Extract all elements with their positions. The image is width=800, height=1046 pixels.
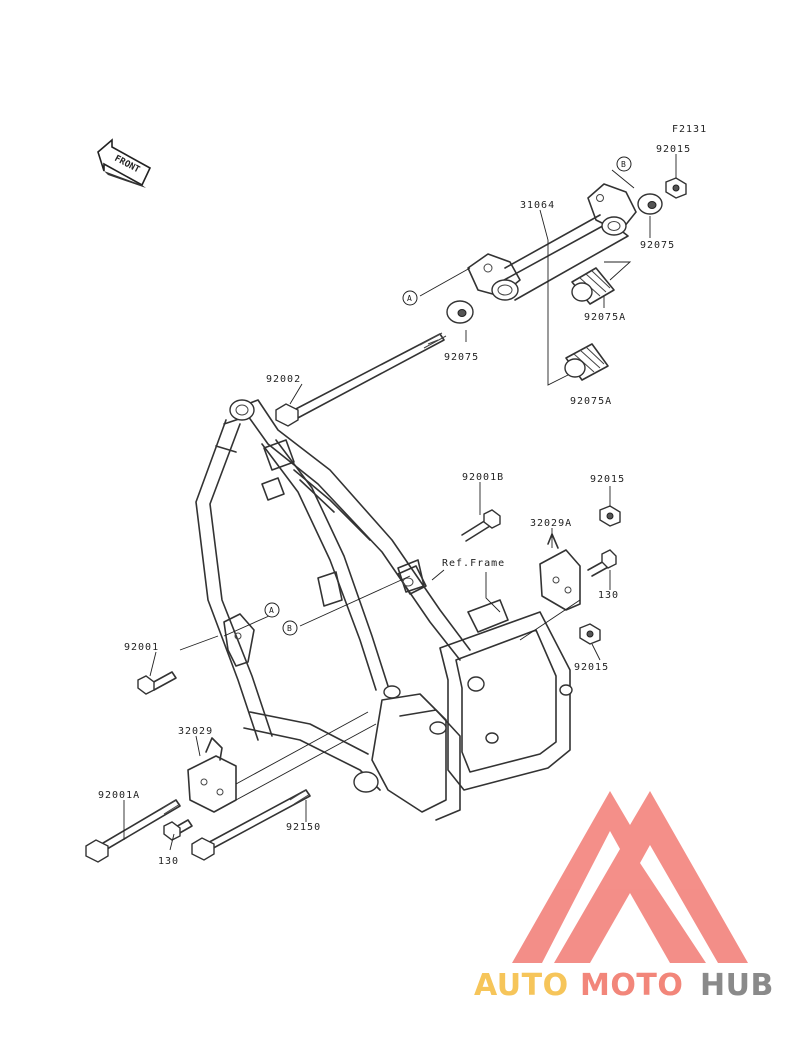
logo-triangle-icon	[512, 791, 748, 963]
bushing-92075A-upper	[571, 267, 615, 305]
watermark-hub: HUB	[700, 968, 774, 1003]
label-92075-right: 92075	[640, 240, 675, 251]
automotohub-watermark: AUTO MOTO HUB	[474, 791, 774, 1003]
label-92015-top: 92015	[656, 144, 691, 155]
nut-92015-mid	[599, 505, 621, 527]
collar-92075-right	[637, 193, 663, 215]
label-92015-low: 92015	[574, 662, 609, 673]
label-92002: 92002	[266, 374, 301, 385]
leader-lines	[123, 154, 677, 851]
pivot-shaft-92002	[275, 332, 447, 427]
label-92075A-lower: 92075A	[570, 396, 612, 407]
label-130-right: 130	[598, 590, 619, 601]
ref-circle-b-top: B	[616, 156, 632, 172]
label-32029: 32029	[178, 726, 213, 737]
nut-92015-low	[579, 623, 601, 645]
label-92001: 92001	[124, 642, 159, 653]
label-ref-frame: Ref.Frame	[442, 558, 505, 569]
label-31064: 31064	[520, 200, 555, 211]
label-92015-mid: 92015	[590, 474, 625, 485]
label-92001B: 92001B	[462, 472, 504, 483]
bolt-130-right	[587, 549, 617, 577]
swingarm-pivot-assembly	[467, 183, 637, 301]
bolt-92001B	[461, 509, 501, 542]
bushing-92075A-lower	[564, 343, 609, 381]
svg-text:A: A	[407, 294, 412, 303]
label-92001A: 92001A	[98, 790, 140, 801]
label-92075A-upper: 92075A	[584, 312, 626, 323]
ref-circle-b-frame: B	[282, 620, 298, 636]
collar-92075-left	[446, 300, 474, 324]
svg-text:B: B	[621, 160, 626, 169]
bolt-92001	[137, 671, 177, 695]
front-arrow-icon: FRONT	[97, 138, 152, 188]
ref-circle-a-frame: A	[264, 602, 280, 618]
bracket-32029A	[539, 533, 581, 611]
label-130-left: 130	[158, 856, 179, 867]
svg-text:B: B	[287, 624, 292, 633]
watermark-auto: AUTO	[474, 968, 569, 1003]
bracket-32029	[187, 737, 237, 813]
nut-92015-top	[665, 177, 687, 199]
watermark-moto: MOTO	[580, 968, 683, 1003]
label-92075-left: 92075	[444, 352, 479, 363]
bolt-130-left	[163, 819, 193, 841]
label-92150: 92150	[286, 822, 321, 833]
label-32029A: 32029A	[530, 518, 572, 529]
motorcycle-frame	[195, 399, 573, 821]
bolt-92150	[191, 789, 311, 861]
figure-code: F2131	[672, 124, 707, 135]
ref-circle-a-top: A	[402, 290, 418, 306]
svg-text:A: A	[269, 606, 274, 615]
bolt-92001A	[85, 799, 181, 863]
